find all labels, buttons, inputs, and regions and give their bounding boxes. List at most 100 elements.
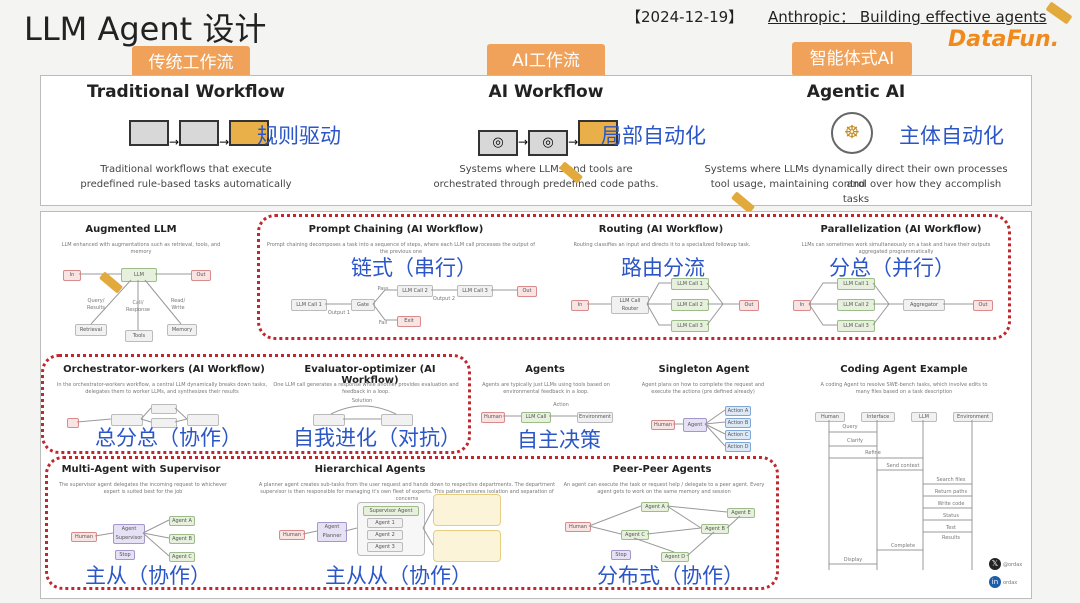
coding-step: Return paths	[934, 489, 968, 495]
source-label: Anthropic： Building effective agents	[768, 8, 1047, 26]
agents-action-label: Action	[553, 402, 569, 408]
retrieval-node: Retrieval	[75, 324, 107, 336]
routing-out-node: Out	[739, 300, 759, 311]
orch-orchestrator-node	[111, 414, 143, 426]
routing-call2-node: LLM Call 2	[671, 299, 709, 311]
parallel-out-node: Out	[973, 300, 993, 311]
routing-router-node: LLM Call Router	[611, 296, 649, 314]
agents-human-node: Human	[481, 412, 505, 423]
routing-call1-node: LLM Call 1	[671, 278, 709, 290]
pencil-icon	[1045, 1, 1073, 25]
coding-step: Complete	[890, 543, 916, 549]
multi-agent-a: Agent A	[169, 516, 195, 526]
multi-agent-highlight	[45, 456, 779, 590]
hier-team-agent-1: Agent 1	[367, 518, 403, 528]
brain-cycle-icon: ☸	[831, 112, 873, 154]
peer-stop-node: Stop	[611, 550, 631, 560]
orchestrator-title: Orchestrator-workers (AI Workflow)	[63, 364, 265, 375]
singleton-edges	[76, 405, 726, 447]
chain-output1-label: Output 1	[327, 310, 351, 316]
ai-workflow-heading: AI Workflow	[488, 82, 604, 102]
ai-workflow-cn: 局部自动化	[601, 124, 706, 148]
evaluator-solution-label: Solution	[351, 398, 373, 404]
multi-stop-node: Stop	[115, 550, 135, 560]
linkedin-handle[interactable]: ordax	[1003, 580, 1018, 586]
multi-agent-desc: The supervisor agent delegates the incom…	[58, 482, 228, 495]
orchestrator-desc: In the orchestrator-workers workflow, a …	[56, 382, 268, 395]
arrow-icon: →	[568, 135, 579, 149]
gray-block-icon	[129, 120, 169, 146]
parallel-cn: 分总（并行）	[829, 256, 955, 280]
peer-agent-b: Agent B	[701, 524, 729, 534]
multi-agent-c: Agent C	[169, 552, 195, 562]
parallel-title: Parallelization (AI Workflow)	[820, 224, 982, 235]
augmented-desc: LLM enhanced with augmentations such as …	[61, 242, 221, 255]
memory-node: Memory	[167, 324, 197, 336]
row3-edges	[94, 505, 741, 557]
chain-output2-label: Output 2	[432, 296, 456, 302]
date-label: 【2024-12-19】	[626, 8, 744, 26]
routing-in-node: In	[571, 300, 589, 311]
evaluator-title: Evaluator-optimizer (AI Workflow)	[304, 364, 436, 386]
hier-team-box-2	[433, 494, 501, 526]
collaboration-highlight	[41, 354, 471, 454]
peer-cn: 分布式（协作）	[597, 564, 744, 588]
parallel-call1-node: LLM Call 1	[837, 278, 875, 290]
peer-agent-e: Agent E	[727, 508, 755, 518]
orch-synth-node	[187, 414, 219, 426]
coding-step: Display	[843, 557, 863, 563]
orch-in-node	[67, 418, 79, 428]
x-logo-icon[interactable]: 𝕏	[989, 558, 1001, 570]
brain-block-icon: ◎	[528, 130, 569, 156]
agents-env-node: Environment	[577, 412, 613, 423]
lane-llm: LLM	[911, 412, 937, 422]
brain-block-icon: ◎	[478, 130, 518, 156]
x-handle[interactable]: @ordax	[1003, 562, 1023, 568]
orange-block-icon	[229, 120, 270, 146]
chain-fail-label: Fail	[378, 320, 388, 326]
agents-llm-node: LLM Call	[521, 412, 551, 423]
arrow-icon: →	[169, 135, 180, 149]
hier-team-agent-2: Agent 2	[367, 530, 403, 540]
coding-agent-title: Coding Agent Example	[840, 364, 968, 375]
arrow-icon: →	[518, 135, 529, 149]
multi-agent-b: Agent B	[169, 534, 195, 544]
traditional-desc-2: predefined rule-based tasks automaticall…	[80, 179, 292, 190]
parallel-aggregator-node: Aggregator	[903, 299, 945, 311]
slide-title: LLM Agent 设计	[24, 10, 267, 48]
hier-human-node: Human	[279, 530, 305, 540]
coding-step: Refine	[865, 450, 881, 456]
row1-edges	[325, 282, 973, 326]
prompt-chaining-cn: 链式（串行）	[351, 256, 477, 280]
traditional-blocks: →→	[129, 120, 270, 150]
agentic-heading: Agentic AI	[806, 82, 906, 102]
routing-call3-node: LLM Call 3	[671, 320, 709, 332]
augmented-llm-node: LLM	[121, 268, 157, 282]
hierarchical-cn: 主从从（协作）	[325, 564, 472, 588]
prompt-chaining-title: Prompt Chaining (AI Workflow)	[308, 224, 484, 235]
linkedin-icon[interactable]: in	[989, 576, 1001, 588]
coding-step: Search files	[936, 477, 966, 483]
multi-agent-cn: 主从（协作）	[85, 564, 211, 588]
datafun-logo: DataFun.	[948, 27, 1060, 52]
singleton-action-d: Action D	[725, 442, 751, 452]
chain-call1-node: LLM Call 1	[291, 299, 327, 311]
ai-workflow-highlight	[257, 214, 1011, 340]
orch-worker-node	[151, 418, 177, 428]
coding-step: Test	[946, 525, 956, 531]
singleton-title: Singleton Agent	[658, 364, 750, 375]
singleton-action-a: Action A	[725, 406, 751, 416]
hier-team-agent-3: Agent 3	[367, 542, 403, 552]
routing-title: Routing (AI Workflow)	[598, 224, 724, 235]
coding-step: Query	[842, 424, 858, 430]
coding-step: Send context	[886, 463, 920, 469]
top-panel: Traditional Workflow →→ 规则驱动 Traditional…	[40, 75, 1032, 214]
agentic-desc-1: Systems where LLMs dynamically direct th…	[704, 164, 1008, 190]
chain-gate-node: Gate	[351, 299, 375, 311]
eval-generator-node	[313, 414, 345, 426]
traditional-desc-1: Traditional workflows that execute	[100, 164, 272, 175]
prompt-chaining-desc: Prompt chaining decomposes a task into a…	[266, 242, 536, 255]
chain-call3-node: LLM Call 3	[457, 285, 493, 297]
coding-sequence-diagram: Human Interface LLM Environment Query Cl…	[813, 410, 993, 572]
chain-exit-node: Exit	[397, 316, 421, 327]
